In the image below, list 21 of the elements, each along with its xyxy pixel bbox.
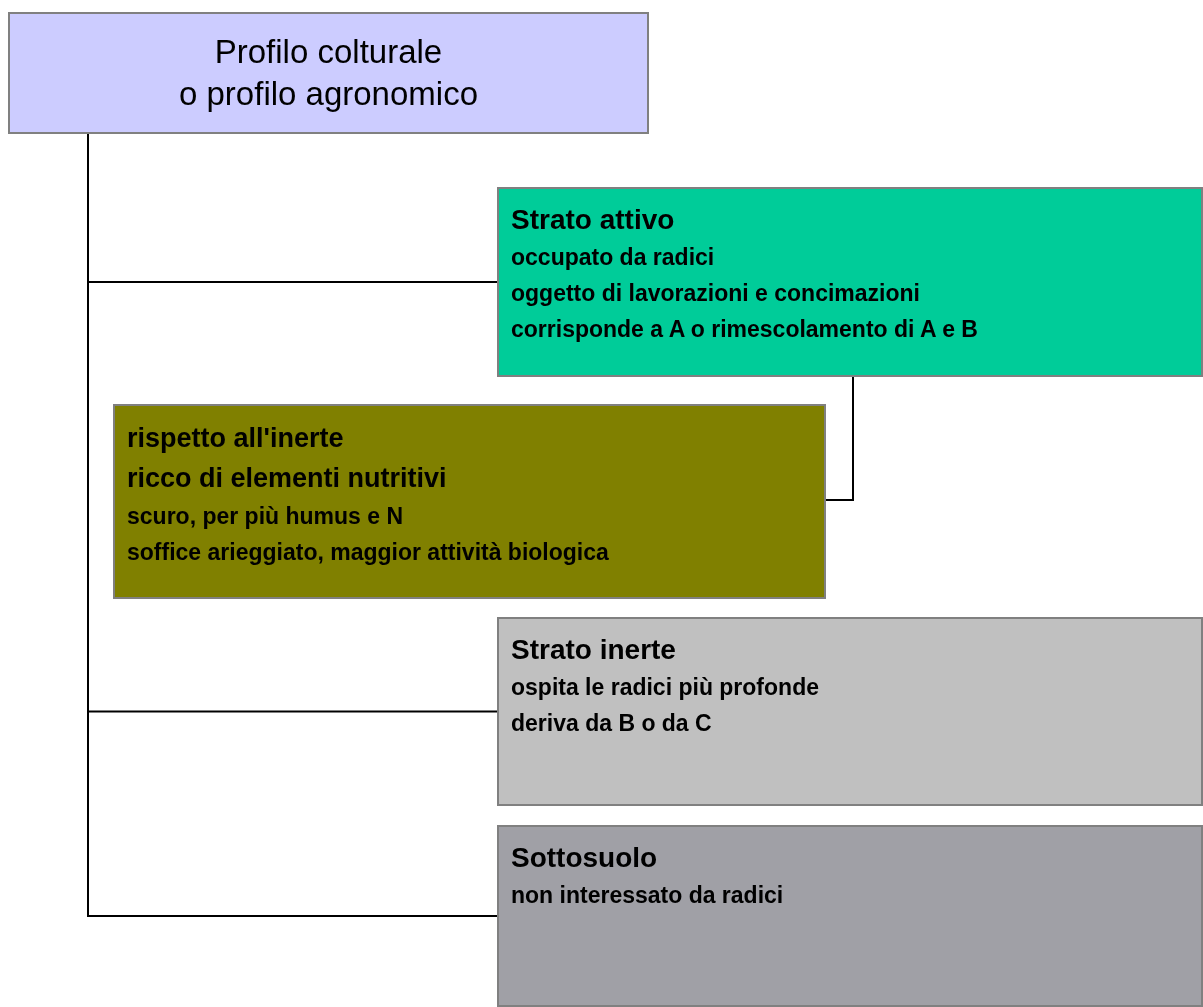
layer-box	[497, 617, 1203, 806]
title-box	[8, 12, 649, 134]
title-text: Profilo colturale	[214, 32, 443, 72]
connector-line	[825, 376, 854, 501]
body-text: scuro, per più humus e N	[127, 502, 404, 531]
layer-box	[497, 187, 1203, 377]
title-text: o profilo agronomico	[179, 74, 478, 114]
body-text: occupato da radici	[511, 243, 715, 272]
body-text: ricco di elementi nutritivi	[127, 462, 447, 495]
heading-text: Sottosuolo	[511, 841, 658, 875]
heading-text: rispetto all'inerte	[127, 422, 344, 455]
note-box	[113, 404, 826, 599]
heading-text: Strato inerte	[511, 633, 676, 667]
body-text: oggetto di lavorazioni e concimazioni	[511, 279, 920, 308]
body-text: ospita le radici più profonde	[511, 673, 819, 702]
layer-box	[497, 825, 1203, 1007]
body-text: non interessato da radici	[511, 881, 784, 910]
body-text: soffice arieggiato, maggior attività biologica	[127, 538, 609, 567]
body-text: deriva da B o da C	[511, 709, 712, 738]
body-text: corrisponde a A o rimescolamento di A e B	[511, 315, 978, 344]
heading-text: Strato attivo	[511, 203, 675, 237]
